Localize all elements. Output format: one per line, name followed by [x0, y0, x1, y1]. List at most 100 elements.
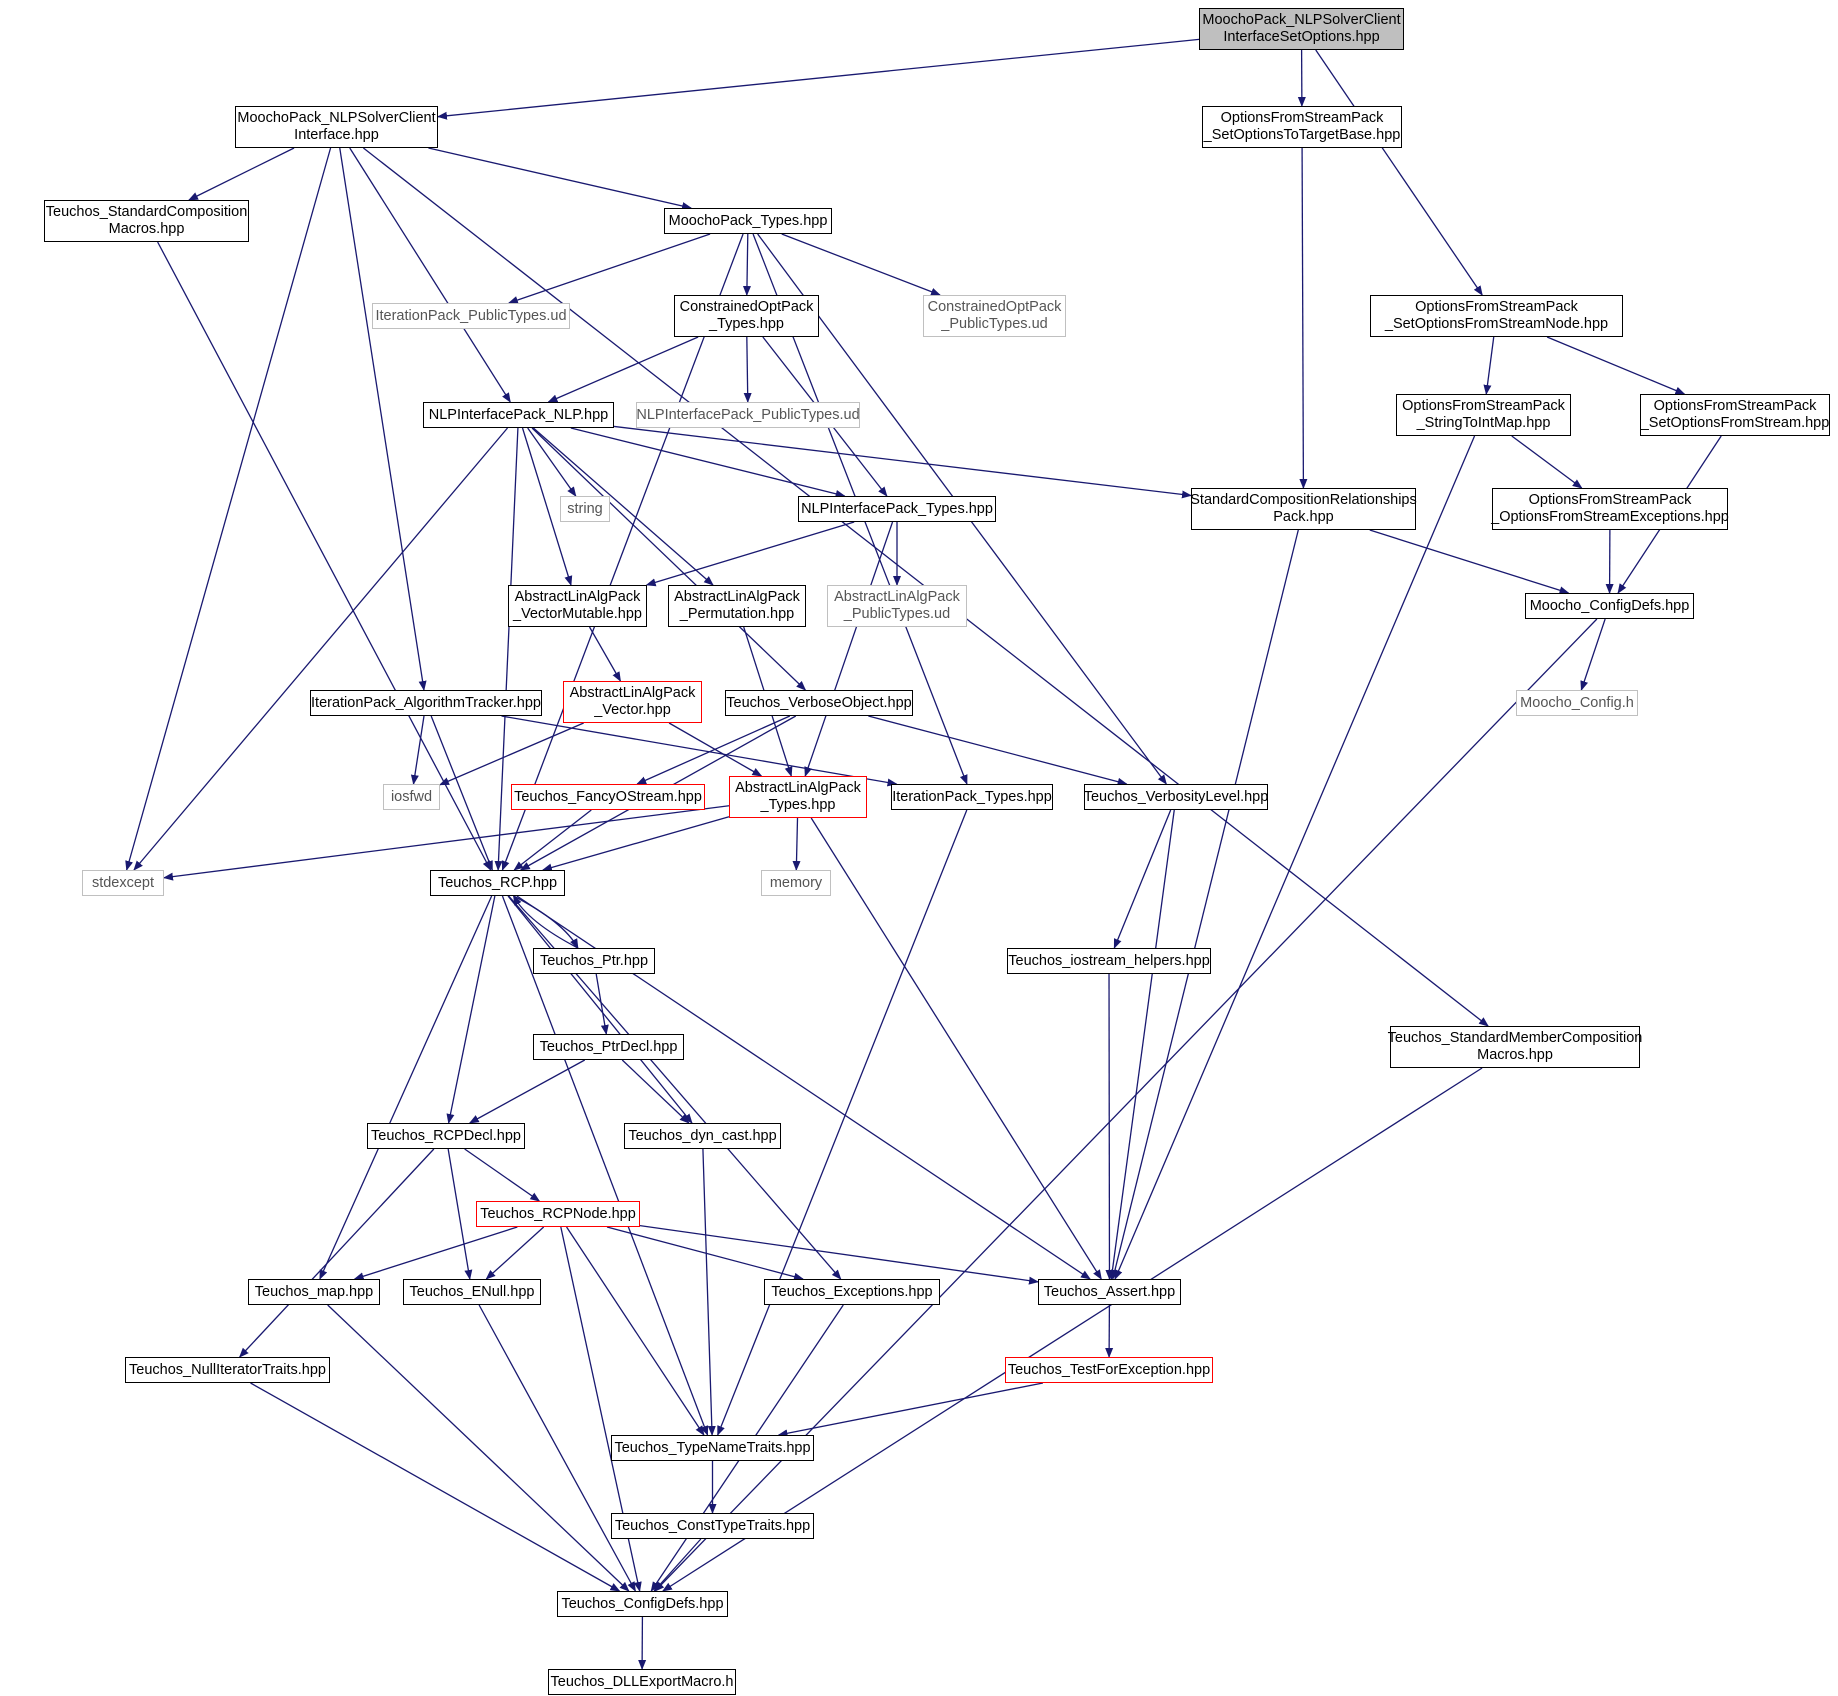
graph-node-ofs-target[interactable]: OptionsFromStreamPack _SetOptionsToTarge… [1202, 106, 1402, 148]
edge-nlpsci-to-scm [188, 147, 295, 201]
edge-ofs_node-to-ofs_s2i [1483, 336, 1495, 395]
graph-node-ptr[interactable]: Teuchos_Ptr.hpp [533, 948, 655, 974]
graph-node-nlp-ud[interactable]: NLPInterfacePack_PublicTypes.ud [636, 402, 860, 428]
graph-node-copt-ud[interactable]: ConstrainedOptPack _PublicTypes.ud [923, 295, 1066, 337]
edge-itat-to-iosfwd [410, 715, 425, 785]
edge-rcpnode-to-tnt [566, 1226, 705, 1436]
edge-rcpdecl-to-nit [238, 1148, 435, 1358]
graph-node-vlevel[interactable]: Teuchos_VerbosityLevel.hpp [1084, 784, 1268, 810]
edge-rcpnode-to-assert [639, 1224, 1039, 1285]
edge-ofs_s2i-to-assert [1114, 435, 1476, 1280]
graph-node-rcpnode[interactable]: Teuchos_RCPNode.hpp [476, 1201, 640, 1227]
graph-node-scm[interactable]: Teuchos_StandardComposition Macros.hpp [44, 200, 249, 242]
edge-ofs_s2i-to-ofs_exc [1511, 435, 1583, 489]
graph-node-copt[interactable]: ConstrainedOptPack _Types.hpp [674, 295, 819, 337]
edge-rcpnode-to-tcfg [560, 1226, 642, 1592]
edge-ptrdecl-to-dyncast [621, 1059, 690, 1124]
graph-node-perm[interactable]: AbstractLinAlgPack _Permutation.hpp [668, 585, 806, 627]
graph-node-ofs-exc[interactable]: OptionsFromStreamPack _OptionsFromStream… [1491, 488, 1729, 530]
graph-node-vobj[interactable]: Teuchos_VerboseObject.hpp [725, 690, 913, 716]
graph-node-mtypes[interactable]: MoochoPack_Types.hpp [664, 208, 832, 234]
edge-nlptypes-to-vm [645, 521, 855, 587]
graph-node-ioh[interactable]: Teuchos_iostream_helpers.hpp [1007, 948, 1211, 974]
edge-alaptypes-to-rcp [541, 816, 730, 872]
edge-nit-to-tcfg [250, 1382, 621, 1592]
edge-vlevel-to-ioh [1113, 809, 1172, 949]
graph-node-dll[interactable]: Teuchos_DLLExportMacro.h [548, 1669, 736, 1695]
graph-node-mconfigh[interactable]: Moocho_Config.h [1516, 690, 1638, 716]
edge-dyncast-to-tnt [702, 1148, 716, 1436]
edge-rcp-to-ptr [513, 895, 579, 949]
graph-node-it-ud[interactable]: IterationPack_PublicTypes.ud [372, 303, 570, 329]
graph-node-ofs-s2i[interactable]: OptionsFromStreamPack _StringToIntMap.hp… [1396, 394, 1571, 436]
edge-nlp-to-perm [532, 427, 714, 586]
edge-ofs_target-to-scrp [1299, 147, 1308, 489]
graph-node-ofs-sofs[interactable]: OptionsFromStreamPack _SetOptionsFromStr… [1640, 394, 1830, 436]
edge-vec-to-iosfwd [439, 722, 584, 786]
graph-node-vm[interactable]: AbstractLinAlgPack _VectorMutable.hpp [508, 585, 647, 627]
graph-node-rcp[interactable]: Teuchos_RCP.hpp [430, 870, 565, 896]
graph-node-map[interactable]: Teuchos_map.hpp [248, 1279, 380, 1305]
edge-scrp-to-mcfg [1369, 529, 1570, 595]
edge-rcpnode-to-enull [485, 1226, 545, 1280]
edge-alaptypes-to-stdexcept [163, 805, 730, 881]
graph-node-scrp[interactable]: StandardCompositionRelationships Pack.hp… [1190, 488, 1417, 530]
graph-node-iosfwd[interactable]: iosfwd [383, 784, 440, 810]
edge-root-to-ofs_node [1315, 49, 1483, 296]
graph-node-alap-ud[interactable]: AbstractLinAlgPack _PublicTypes.ud [827, 585, 967, 627]
graph-node-nit[interactable]: Teuchos_NullIteratorTraits.hpp [125, 1357, 330, 1383]
graph-node-ittypes[interactable]: IterationPack_Types.hpp [891, 784, 1053, 810]
edge-rcpdecl-to-rcpnode [464, 1148, 541, 1202]
graph-node-nlptypes[interactable]: NLPInterfacePack_Types.hpp [798, 496, 996, 522]
graph-node-assert[interactable]: Teuchos_Assert.hpp [1038, 1279, 1181, 1305]
edge-fos-to-rcp [513, 809, 592, 871]
graph-node-ofs-node[interactable]: OptionsFromStreamPack _SetOptionsFromStr… [1370, 295, 1623, 337]
graph-node-ptrdecl[interactable]: Teuchos_PtrDecl.hpp [533, 1034, 684, 1060]
edge-nlpsci-to-stdexcept [125, 147, 332, 871]
edge-ptr-to-ptrdecl [595, 973, 609, 1035]
graph-node-rcpdecl[interactable]: Teuchos_RCPDecl.hpp [367, 1123, 525, 1149]
edge-mtypes-to-copt_ud [781, 233, 941, 296]
edge-nlp-to-vm [521, 427, 573, 586]
graph-node-nlpsci[interactable]: MoochoPack_NLPSolverClient Interface.hpp [235, 106, 438, 148]
edge-scm-to-rcp [157, 241, 492, 871]
graph-node-stdexcept[interactable]: stdexcept [82, 870, 164, 896]
edge-ptr-to-rcp [513, 895, 579, 949]
graph-node-ctt[interactable]: Teuchos_ConstTypeTraits.hpp [611, 1513, 814, 1539]
edge-ofs_node-to-ofs_sofs [1546, 336, 1686, 395]
edge-nlpsci-to-itat [339, 147, 427, 691]
graph-node-dyncast[interactable]: Teuchos_dyn_cast.hpp [624, 1123, 781, 1149]
graph-node-tcfg[interactable]: Teuchos_ConfigDefs.hpp [557, 1591, 728, 1617]
graph-node-itat[interactable]: IterationPack_AlgorithmTracker.hpp [310, 690, 542, 716]
graph-node-tfe[interactable]: Teuchos_TestForException.hpp [1005, 1357, 1213, 1383]
edge-nlp-to-scrp [613, 425, 1192, 499]
graph-node-smcm[interactable]: Teuchos_StandardMemberComposition Macros… [1388, 1026, 1642, 1068]
edge-ctt-to-tcfg [653, 1538, 702, 1592]
graph-node-enull[interactable]: Teuchos_ENull.hpp [403, 1279, 541, 1305]
graph-node-nlp[interactable]: NLPInterfacePack_NLP.hpp [423, 402, 614, 428]
edge-ptrdecl-to-rcpdecl [468, 1059, 586, 1124]
graph-node-exc[interactable]: Teuchos_Exceptions.hpp [764, 1279, 940, 1305]
edge-nlp-to-nlptypes [570, 427, 846, 498]
graph-node-alaptypes[interactable]: AbstractLinAlgPack _Types.hpp [729, 776, 867, 818]
edge-nlptypes-to-alaptypes [804, 521, 894, 777]
graph-node-string[interactable]: string [560, 496, 610, 522]
edge-copt-to-nlp_ud [743, 336, 752, 403]
edge-root-to-nlpsci [437, 38, 1200, 120]
graph-node-mcfg[interactable]: Moocho_ConfigDefs.hpp [1525, 593, 1694, 619]
graph-node-tnt[interactable]: Teuchos_TypeNameTraits.hpp [611, 1435, 814, 1461]
edge-rcp-to-rcpdecl [446, 895, 496, 1124]
graph-node-vec[interactable]: AbstractLinAlgPack _Vector.hpp [563, 681, 702, 723]
edge-nlp-to-rcp [494, 427, 519, 871]
edge-alaptypes-to-memory [792, 817, 801, 871]
edge-vobj-to-fos [636, 715, 791, 785]
graph-node-memory[interactable]: memory [761, 870, 831, 896]
edge-tfe-to-tnt [777, 1382, 1044, 1438]
edge-itat-to-ittypes [501, 715, 898, 787]
graph-node-fos[interactable]: Teuchos_FancyOStream.hpp [511, 784, 705, 810]
graph-node-root[interactable]: MoochoPack_NLPSolverClient InterfaceSetO… [1199, 8, 1404, 50]
edge-copt-to-nlp [547, 336, 699, 403]
edge-rcp-to-dyncast [507, 895, 693, 1124]
edge-nlp-to-stdexcept [133, 427, 509, 871]
edge-vlevel-to-assert [1108, 809, 1175, 1280]
